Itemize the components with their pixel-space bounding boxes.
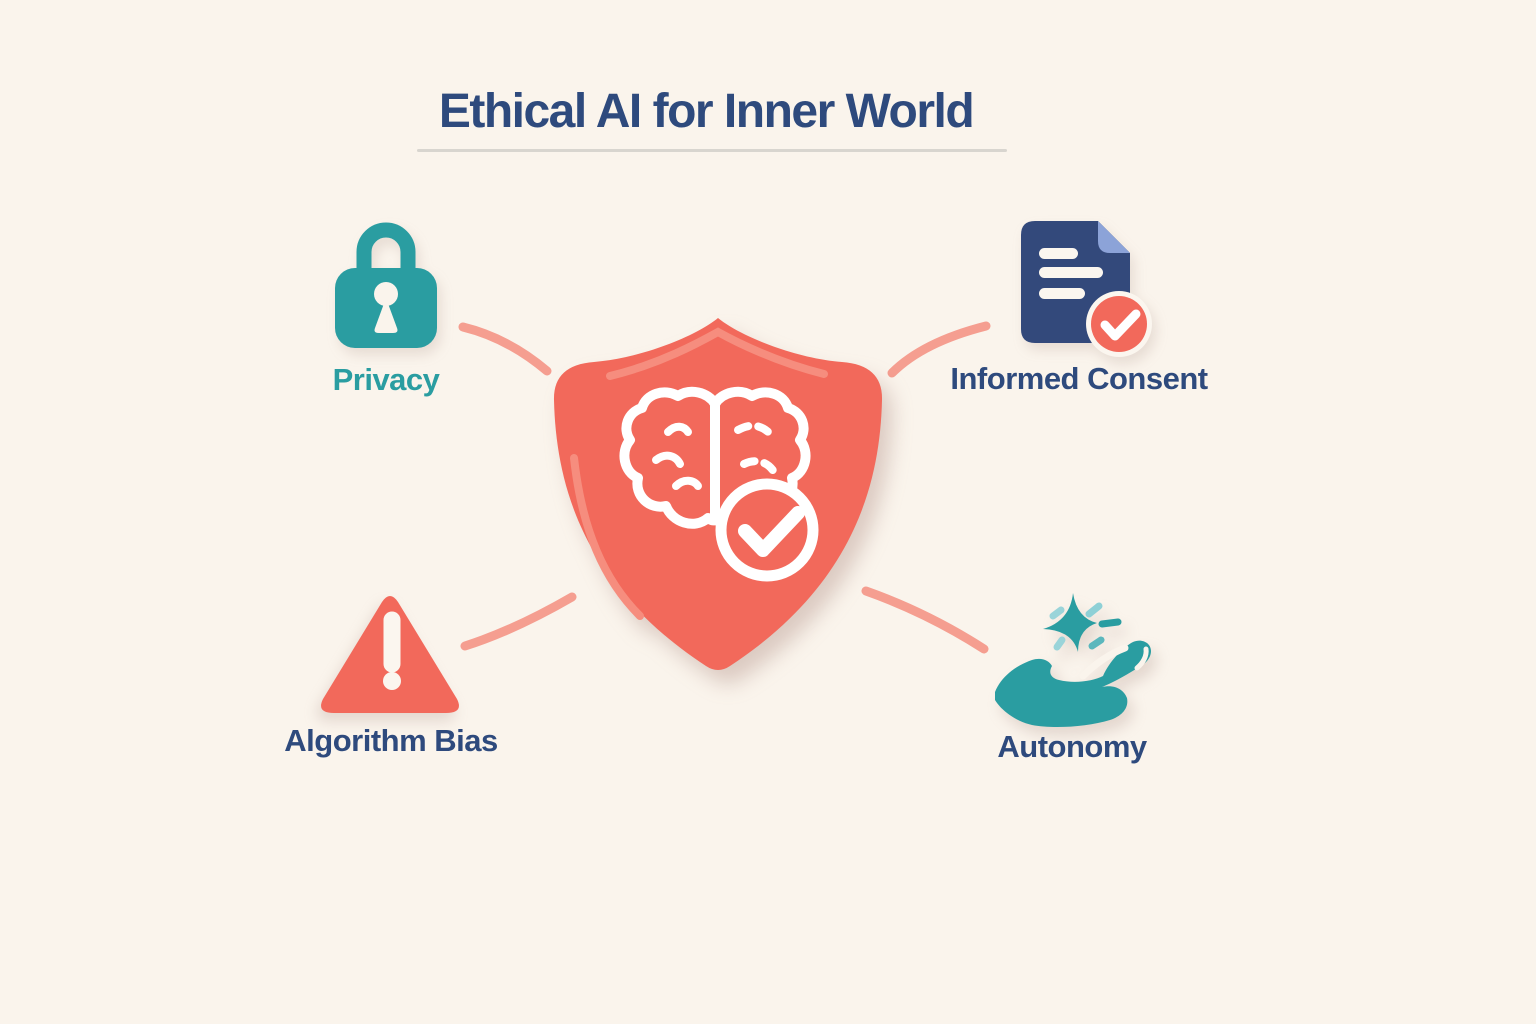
sparkle-icon xyxy=(1043,593,1097,652)
node-label-informed-consent: Informed Consent xyxy=(950,361,1208,396)
hand-shape xyxy=(995,640,1151,728)
title-underline xyxy=(417,149,1007,152)
connector-algorithm-bias xyxy=(460,592,577,651)
warning-triangle-icon xyxy=(321,596,459,713)
node-label-autonomy: Autonomy xyxy=(997,729,1147,764)
connector-privacy xyxy=(458,322,552,376)
node-label-privacy: Privacy xyxy=(332,362,440,397)
document-fold xyxy=(1098,221,1130,253)
shield-icon xyxy=(553,318,883,670)
connector-informed-consent xyxy=(887,321,991,378)
page-title: Ethical AI for Inner World xyxy=(438,85,975,138)
checkmark-circle-icon xyxy=(715,478,819,582)
document-check-icon xyxy=(1021,221,1152,357)
connector-autonomy xyxy=(861,586,989,654)
hand-sparkle-icon xyxy=(995,593,1151,728)
lock-icon xyxy=(335,222,437,348)
node-label-algorithm-bias: Algorithm Bias xyxy=(284,723,498,758)
brain-icon xyxy=(619,386,811,529)
